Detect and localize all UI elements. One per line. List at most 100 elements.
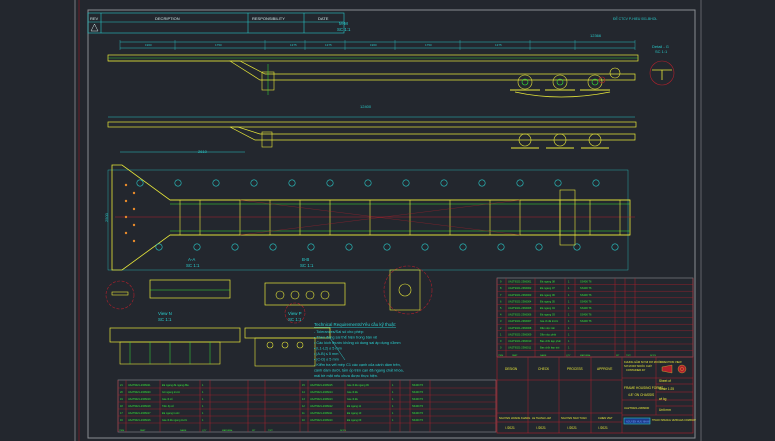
date-header: DATE [318, 16, 329, 21]
parts-cell: Gia cố đà [347, 391, 358, 394]
parts-header: MATERIAL [222, 429, 234, 432]
balloon-callout [326, 179, 334, 187]
parts-cell: 13 [302, 398, 305, 401]
parts-cell: 1 [202, 398, 204, 401]
parts-cell: UA2T9021-2366020 [128, 391, 151, 394]
parts-cell: UA2T9021-2366013 [310, 398, 333, 401]
balloon-callout [611, 243, 619, 251]
parts-cell: Đà ngang 03 [540, 313, 555, 317]
parts-cell: 1 [392, 391, 394, 394]
parts-cell: Dầm dọc trái [540, 326, 555, 330]
plan-frame [111, 164, 631, 271]
notes-title: Technical Requirements/Yêu cầu kỹ thuật: [314, 322, 396, 327]
note-line: • |A-B| ≤ 5 mm [314, 352, 338, 356]
revision-table: REV DECRIPTION RESPONSIBILITY DATE [87, 12, 345, 34]
parts-cell: UA2T9021-2366010 [508, 339, 532, 343]
role-approve: APPROVE [597, 367, 612, 371]
parts-cell: UA2T9021-2366018 [128, 405, 151, 408]
part-name-1: FRAME HOUSING FORMS [624, 386, 663, 390]
bolt-hole [124, 231, 128, 235]
company-name: THACO SPECIAL VEHICLES COMPANY [652, 419, 697, 422]
description-header: DECRIPTION [155, 16, 180, 21]
parts-header: PART [140, 429, 146, 432]
note-line: • Các kích thước không có dung sai áp dụ… [314, 341, 401, 345]
parts-cell: 1 [202, 419, 204, 422]
side-beam [228, 60, 636, 81]
parts-header: TWT [626, 355, 631, 357]
balloon-callout [269, 243, 277, 251]
parts-cell: 1 [202, 391, 204, 394]
parts-cell: Đà ngang 07 [540, 286, 555, 290]
parts-cell: UA2T9021-2366010 [310, 419, 333, 422]
parts-cell: 1 [568, 319, 570, 323]
date-process: / /2021 [567, 426, 577, 430]
parts-cell: UA2T9021-2366011 [310, 412, 333, 415]
parts-cell: Đà ngang 10 [347, 412, 362, 415]
balloon-callout [440, 179, 448, 187]
role-process: PROCESS [567, 367, 583, 371]
date-check: / /2021 [536, 426, 546, 430]
company-logo [623, 417, 651, 425]
bolt-hole [124, 183, 128, 187]
parts-header: MATERIAL [580, 354, 592, 357]
title-line-2: SƠ MI RƠ MOÓC CHỞ [624, 363, 653, 368]
parts-cell: 1 [202, 412, 204, 415]
view-p-dim [329, 337, 346, 361]
top-reference: ĐẾ CTCV P-HIEU 001-BHOL [613, 16, 657, 21]
role-check: CHECK [538, 367, 550, 371]
parts-cell: UA2T9021-2366008 [508, 326, 532, 330]
parts-cell: Gia cố đà [347, 398, 358, 401]
balloon-callout [212, 179, 220, 187]
balloon-callout [345, 243, 353, 251]
detail-circle-3 [284, 302, 306, 324]
mm-view-title: M-M [339, 21, 348, 26]
section-bb-title: B-B [302, 257, 309, 262]
section-bb-scale: SC 1:1 [300, 263, 314, 268]
bracing [239, 199, 521, 236]
parts-cell: 19 [120, 398, 123, 401]
balloon-callout [402, 179, 410, 187]
wheel-hub [587, 74, 603, 90]
dimension-value: 1750 [215, 43, 222, 47]
parts-cell: 3 [500, 319, 502, 323]
dimension-value: 1375 [325, 43, 332, 47]
parts-cell: 1 [568, 313, 570, 317]
parts-cell: SS400 T6 [580, 280, 592, 284]
title-block: DESIGN CHECK PROCESS APPROVE NGUYEN HOAN… [496, 356, 697, 434]
parts-cell: Đà ngang đà ngang đầu [162, 384, 189, 387]
drawing-number: UA2T9021-2366000 [624, 406, 650, 410]
parts-cell: 1 [568, 306, 570, 310]
parts-cell: 15 [302, 384, 305, 387]
detail-g-scale: SC 1:1 [655, 49, 668, 54]
name-check: LE THANH LAM [532, 416, 551, 420]
parts-cell: Đà ngang 11 [347, 405, 362, 408]
parts-cell: SS400 T6 [412, 391, 424, 394]
parts-cell: Đà ngang 05 [540, 299, 555, 303]
technical-notes: Technical Requirements/Yêu cầu kỹ thuật:… [314, 322, 404, 378]
parts-cell: SS400 T6 [412, 405, 424, 408]
parts-header: PART [512, 354, 518, 357]
parts-cell: 12 [302, 405, 305, 408]
axle [591, 78, 599, 86]
lightening-hole [290, 290, 300, 300]
parts-cell: Gia cố cổ [162, 398, 173, 401]
wheel-hub [588, 133, 602, 147]
balloon-callout [231, 243, 239, 251]
parts-cell: 7 [500, 293, 502, 297]
parts-header: NAME [540, 354, 547, 357]
parts-cell: 10 [302, 419, 305, 422]
mm-view-scale: SC 1:1 [337, 27, 351, 32]
note-line: - Kiểm tra vết mép C1 các cạnh của cánh … [314, 363, 401, 367]
parts-cell: 1 [568, 293, 570, 297]
parts-cell: 6 [500, 299, 502, 303]
balloon-callout [573, 243, 581, 251]
plan-outline-dim [107, 169, 629, 271]
overall-dim-2: 12400 [360, 104, 372, 109]
parts-cell: 0 [500, 346, 502, 350]
parts-cell: SS400 T6 [412, 398, 424, 401]
parts-cell: SS400 T6 [580, 313, 592, 317]
name-design: NGUYEN HOANG KHANG [499, 416, 530, 420]
view-p-hole [266, 341, 274, 349]
detail-circle-2 [383, 265, 433, 315]
